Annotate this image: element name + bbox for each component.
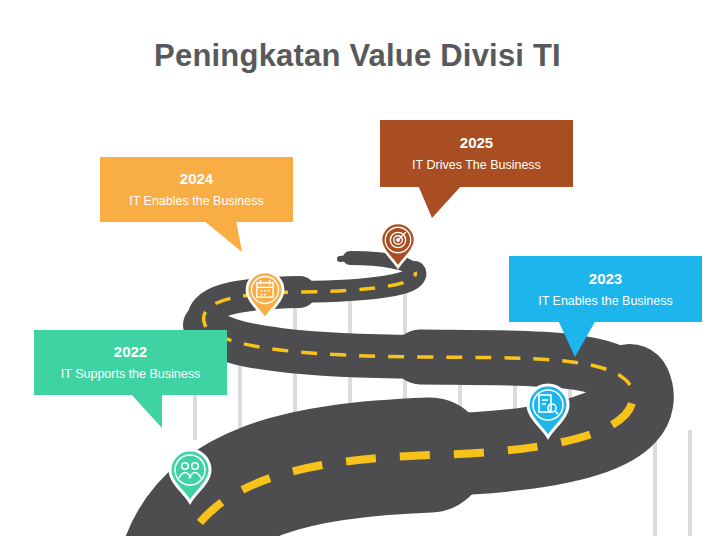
map-pin [170, 450, 210, 502]
year-label: 2022 [114, 343, 147, 361]
callout-tail [418, 185, 462, 218]
stage-label: IT Enables the Business [129, 194, 264, 209]
pin-shape [247, 272, 283, 319]
stage-label: IT Drives The Business [412, 158, 541, 173]
pin-shape [528, 385, 568, 437]
callout-tail [558, 320, 596, 357]
callout-box: 2022 IT Supports the Business [34, 330, 227, 395]
lane-dash [175, 385, 633, 536]
year-label: 2025 [460, 134, 493, 152]
stage-label: IT Enables the Business [538, 294, 673, 309]
map-pin [381, 223, 415, 267]
pin-shape [170, 450, 210, 502]
year-label: 2023 [589, 270, 622, 288]
callout-tail [203, 220, 242, 252]
pillar [653, 440, 657, 536]
pin-ring [175, 455, 205, 485]
year-label: 2024 [180, 170, 213, 188]
pin-shape [381, 223, 415, 267]
callout-box: 2025 IT Drives The Business [380, 120, 573, 187]
pin-ring [533, 390, 563, 420]
map-pin [528, 385, 568, 437]
road-segment [300, 272, 415, 292]
target-icon [390, 232, 405, 247]
pin-ring [252, 277, 279, 304]
stage-label: IT Supports the Business [61, 367, 200, 382]
callout-tail [130, 393, 162, 428]
callout-box: 2024 IT Enables the Business [100, 157, 293, 222]
map-pin [247, 272, 283, 319]
diagram-title: Peningkatan Value Divisi TI [0, 38, 715, 74]
people-icon [179, 463, 201, 478]
callout-box: 2023 IT Enables the Business [509, 256, 702, 322]
pin-ring [385, 227, 411, 253]
pillar [688, 430, 692, 536]
calendar-icon [257, 280, 273, 297]
document-search-icon [539, 395, 558, 414]
